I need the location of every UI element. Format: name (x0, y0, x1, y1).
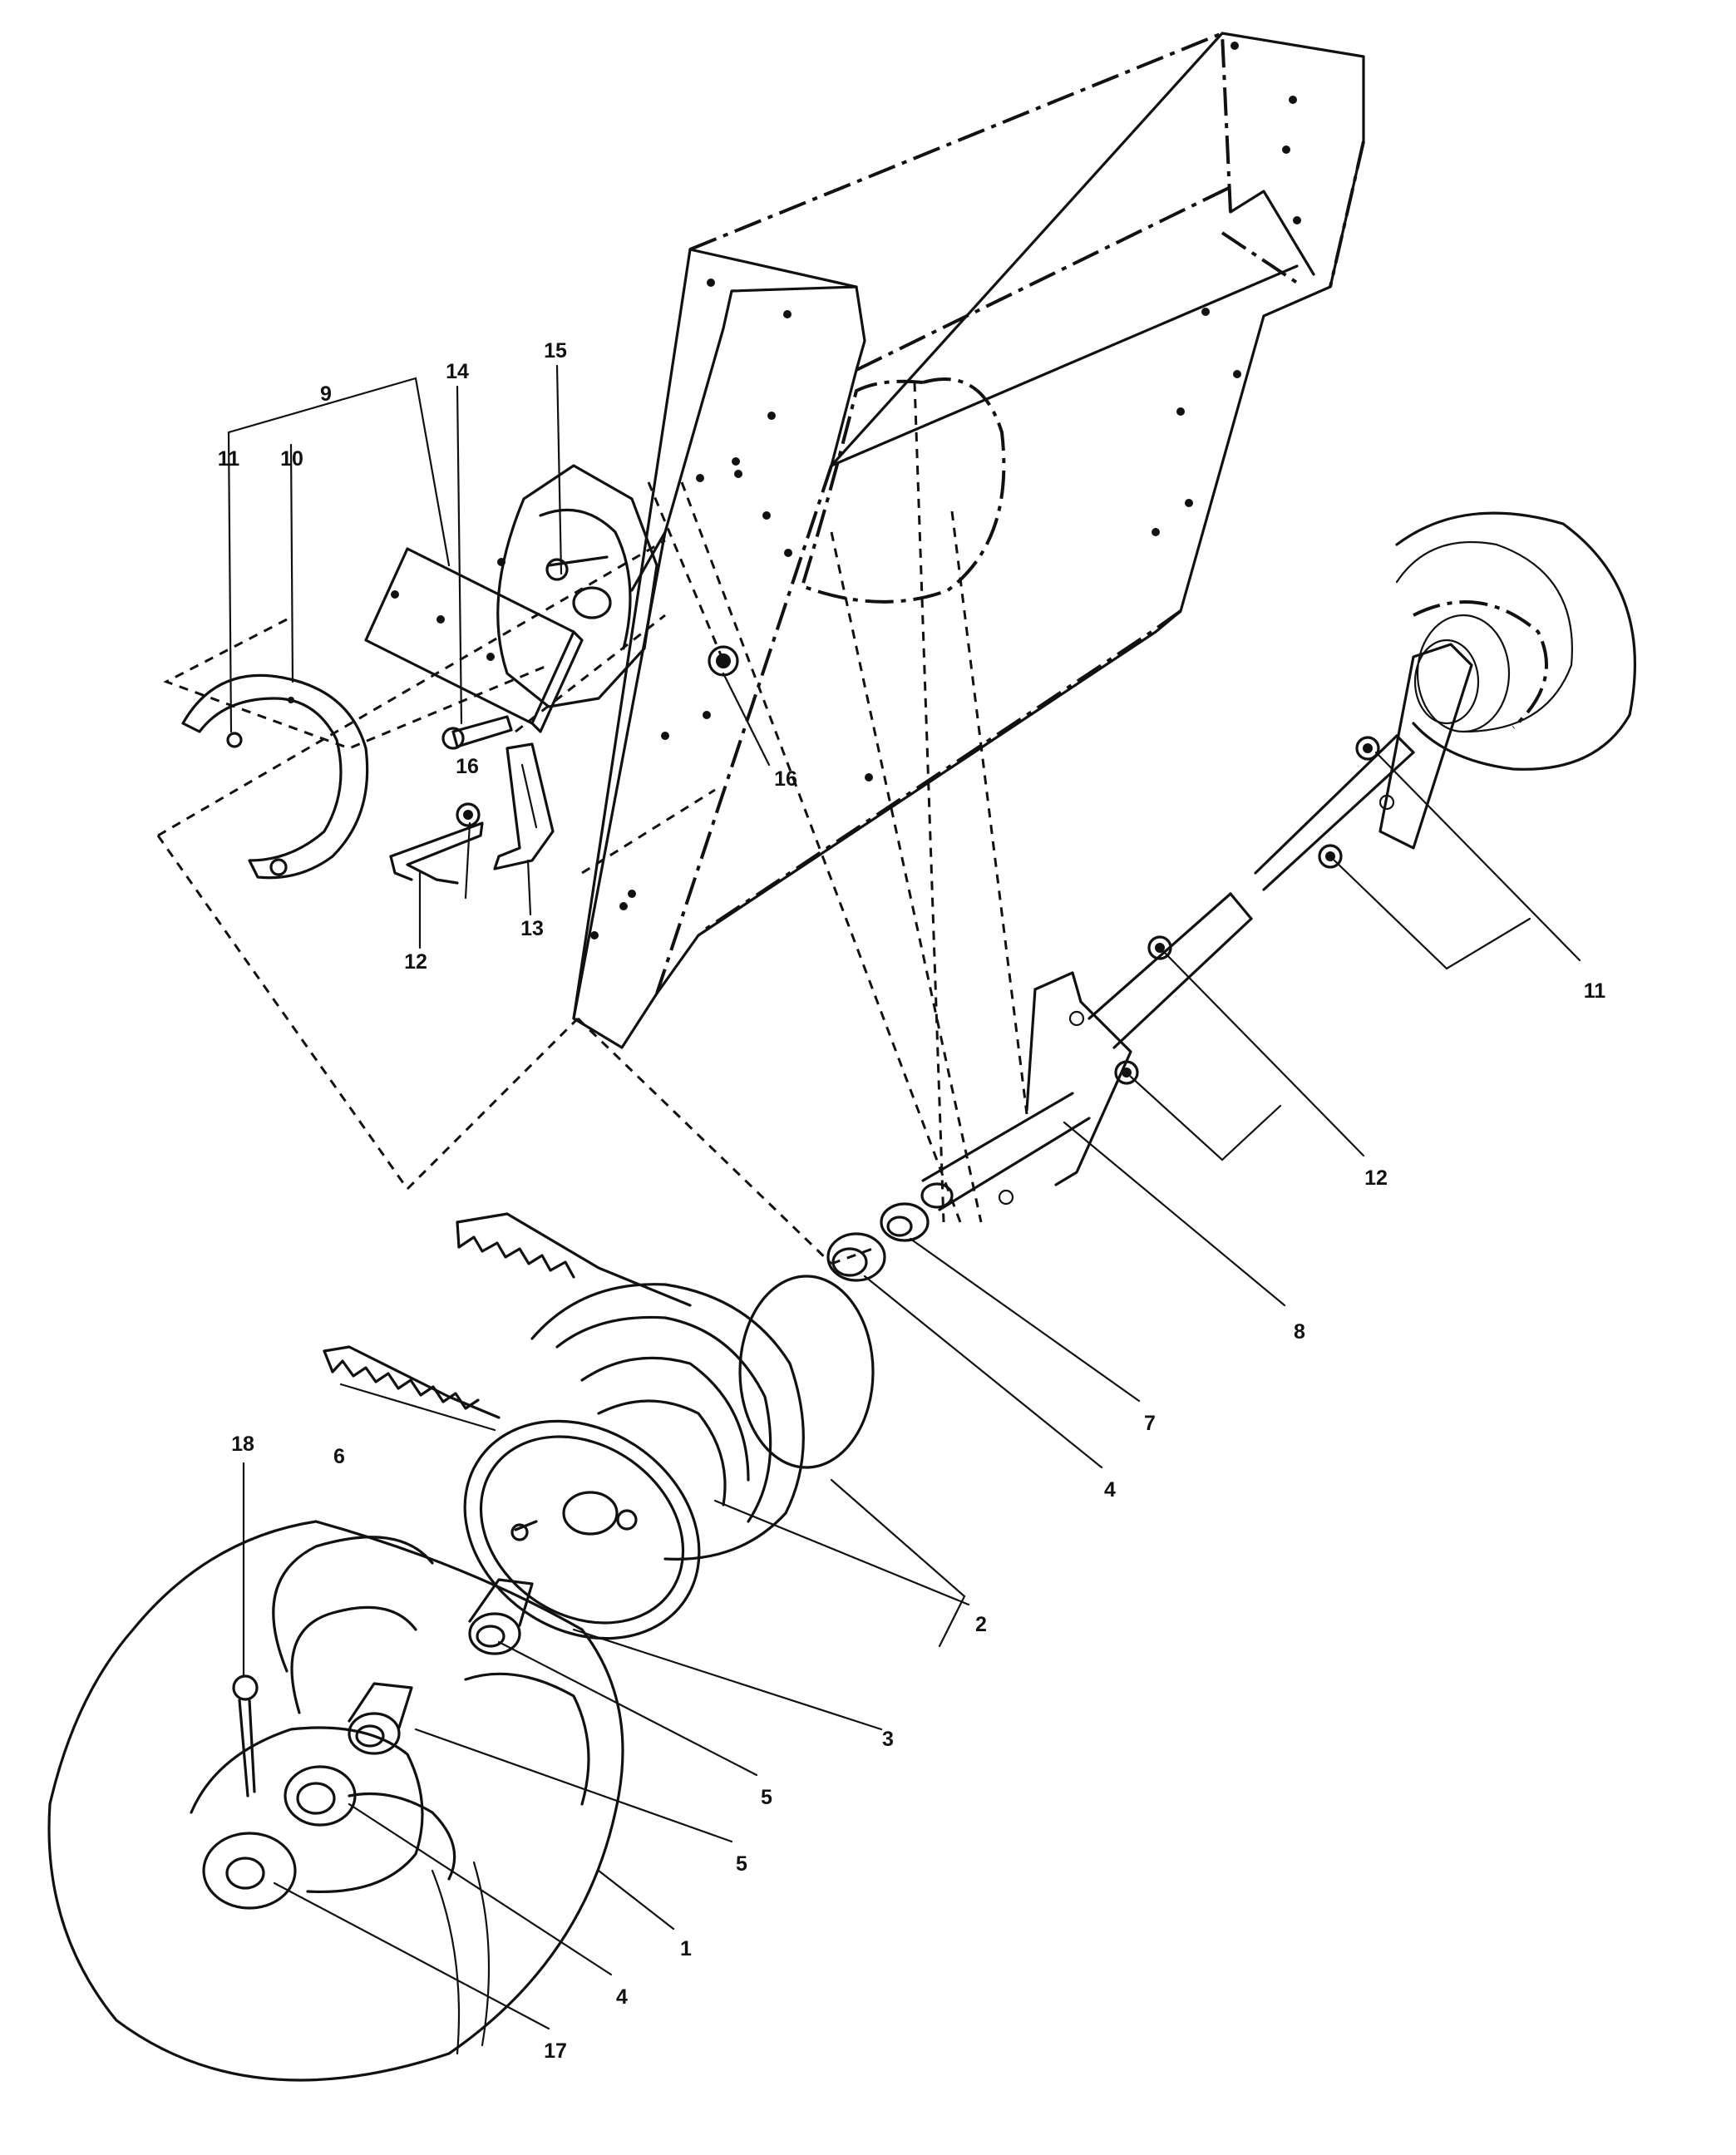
callout-11-b: 15 (544, 339, 567, 362)
callout-17: 17 (544, 2039, 567, 2063)
drum-hub-assembly (463, 1275, 875, 1640)
callout-5-a: 5 (761, 1786, 772, 1809)
assembly-guide-lines (156, 382, 1028, 1265)
callout-3: 3 (882, 1728, 894, 1751)
left-tire (47, 1520, 624, 2082)
callout-11-a: 14 (446, 360, 469, 383)
callout-4-b: 4 (616, 1985, 628, 2009)
callout-16-a: 16 (456, 755, 479, 778)
bearing-and-spacer (826, 1202, 930, 1282)
callout-10: 8 (1294, 1320, 1305, 1344)
toothed-belt (323, 1212, 692, 1419)
bracket-15 (493, 742, 555, 870)
nut-12-group (1114, 736, 1380, 1085)
callout-1: 1 (680, 1937, 692, 1960)
frame-plate (572, 32, 1365, 1049)
bolt-11 (441, 715, 513, 750)
brake-band (181, 673, 369, 880)
rod-14 (389, 821, 484, 885)
callout-4-a: 4 (1104, 1478, 1116, 1502)
drum-cover (496, 464, 658, 708)
axle-assembly (920, 892, 1253, 1211)
callout-16-b: 16 (774, 767, 797, 791)
callout-12-a: 11 (1584, 979, 1606, 1003)
callout-labels: 9 10 11 14 15 16 16 12 13 11 12 8 7 4 2 … (218, 339, 1606, 2063)
right-shaft-assembly (1254, 643, 1473, 891)
callout-18: 18 (231, 1433, 254, 1456)
callout-7: 9 (320, 382, 332, 406)
spline-hubs (348, 1578, 534, 1755)
callout-15: 13 (520, 917, 544, 940)
leader-lines (227, 364, 1581, 2030)
frame-holes (590, 42, 1301, 939)
frame-cutout-circle (800, 377, 1006, 604)
callout-14: 12 (404, 950, 427, 974)
callout-6: 6 (333, 1445, 345, 1468)
callout-2: 2 (975, 1613, 987, 1636)
right-tire (1395, 511, 1636, 771)
callout-12-b: 12 (1364, 1166, 1388, 1190)
callout-9: 11 (218, 447, 240, 471)
callout-5-b: 5 (736, 1852, 747, 1876)
callout-13: 7 (1144, 1412, 1156, 1435)
nut-16 (456, 645, 739, 827)
callout-8: 10 (280, 447, 303, 471)
pin-18 (232, 1674, 259, 1797)
